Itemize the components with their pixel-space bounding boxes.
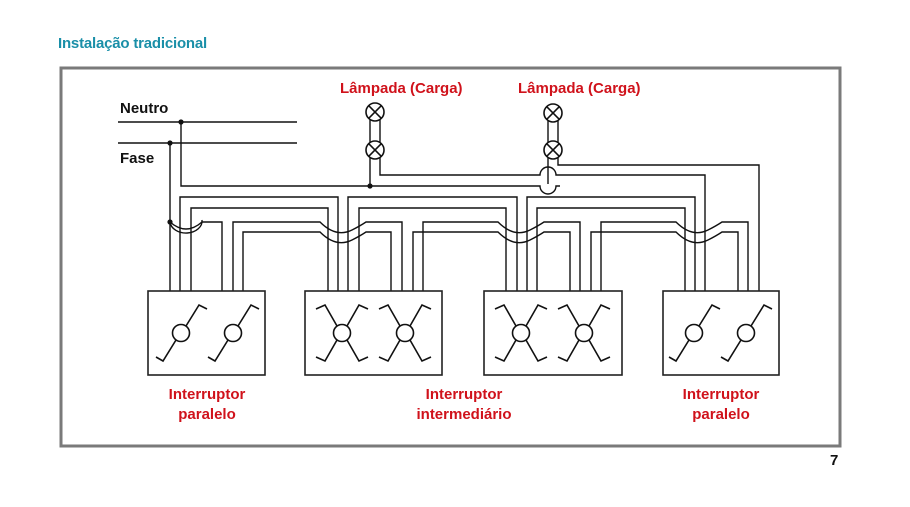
lamp2-return-wire	[557, 158, 760, 291]
lamp-icon	[365, 102, 385, 122]
lamp-icon	[543, 103, 563, 123]
lamp-group-2: Lâmpada (Carga)	[518, 80, 641, 160]
switch-box-3	[483, 290, 623, 376]
parallel-switch-icon	[207, 303, 260, 363]
lamp-group-1: Lâmpada (Carga)	[340, 80, 463, 160]
lamp-icon	[365, 140, 385, 160]
parallel-switch-icon	[720, 303, 773, 363]
lamp-label-2: Lâmpada (Carga)	[518, 80, 641, 97]
neutral-label: Neutro	[120, 100, 168, 117]
switch-box-2	[304, 290, 443, 376]
switch-label-1-line2: paralelo	[178, 406, 236, 423]
wiring	[167, 122, 760, 291]
supply-lines: Neutro Fase	[118, 100, 297, 167]
lamp-neutral-junction	[367, 183, 373, 189]
switch-label-2-line1: Interruptor	[426, 386, 503, 403]
lamp-label-1: Lâmpada (Carga)	[340, 80, 463, 97]
parallel-switch-icon	[155, 303, 208, 363]
page-number: 7	[830, 452, 839, 469]
switch-label-1-line1: Interruptor	[169, 386, 246, 403]
lamp-icon	[543, 140, 563, 160]
parallel-switch-icon	[668, 303, 721, 363]
switch-label-4-line2: paralelo	[692, 406, 750, 423]
neutral-wire	[180, 122, 560, 195]
intermediate-switch-icon	[557, 303, 611, 363]
intermediate-switch-icon	[494, 303, 548, 363]
intermediate-switch-icon	[378, 303, 432, 363]
lamp1-return-wire	[379, 158, 706, 291]
phase-label: Fase	[120, 150, 154, 167]
intermediate-switch-icon	[315, 303, 369, 363]
switch-box-4	[662, 290, 780, 376]
switch-label-4-line1: Interruptor	[683, 386, 760, 403]
switch-box-1	[147, 290, 266, 376]
page-title: Instalação tradicional	[58, 35, 207, 52]
switch-label-2-line2: intermediário	[416, 406, 511, 423]
